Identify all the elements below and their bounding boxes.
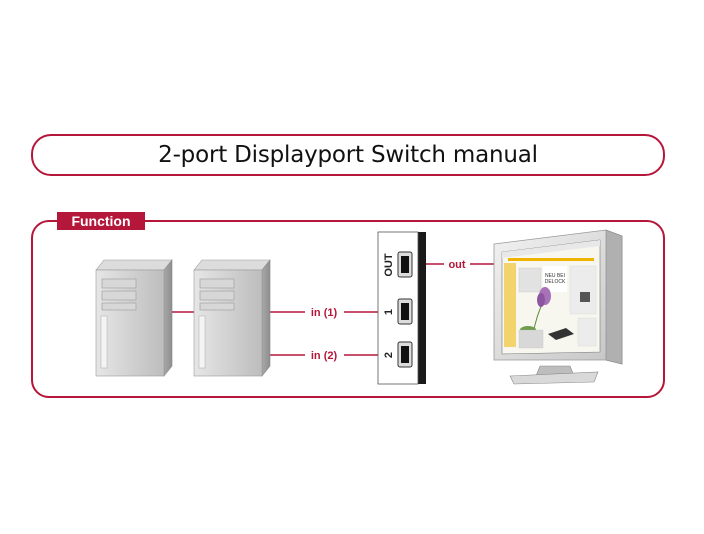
out-label: out bbox=[448, 259, 465, 271]
computer-2-icon bbox=[193, 259, 271, 377]
function-label: Function bbox=[71, 213, 131, 229]
port-2-icon bbox=[397, 341, 413, 368]
in1-label: in (1) bbox=[311, 307, 338, 319]
screen-text-line1: NEU BEI bbox=[545, 273, 565, 279]
screen-text-line2: DELOCK bbox=[545, 279, 566, 285]
monitor-icon: NEU BEI DELOCK bbox=[493, 229, 623, 385]
computer-1-icon bbox=[95, 259, 173, 377]
out-port-icon bbox=[397, 251, 413, 278]
title-frame: 2-port Displayport Switch manual bbox=[31, 134, 665, 176]
in2-label: in (2) bbox=[311, 350, 338, 362]
port-1-label: 1 bbox=[383, 309, 395, 315]
displayport-switch: OUT 1 2 bbox=[377, 231, 426, 385]
page-title: 2-port Displayport Switch manual bbox=[158, 142, 538, 168]
out-port-label: OUT bbox=[383, 253, 395, 277]
function-tab: Function bbox=[57, 212, 145, 230]
function-frame bbox=[31, 220, 665, 398]
port-1-icon bbox=[397, 298, 413, 325]
port-2-label: 2 bbox=[383, 352, 395, 358]
